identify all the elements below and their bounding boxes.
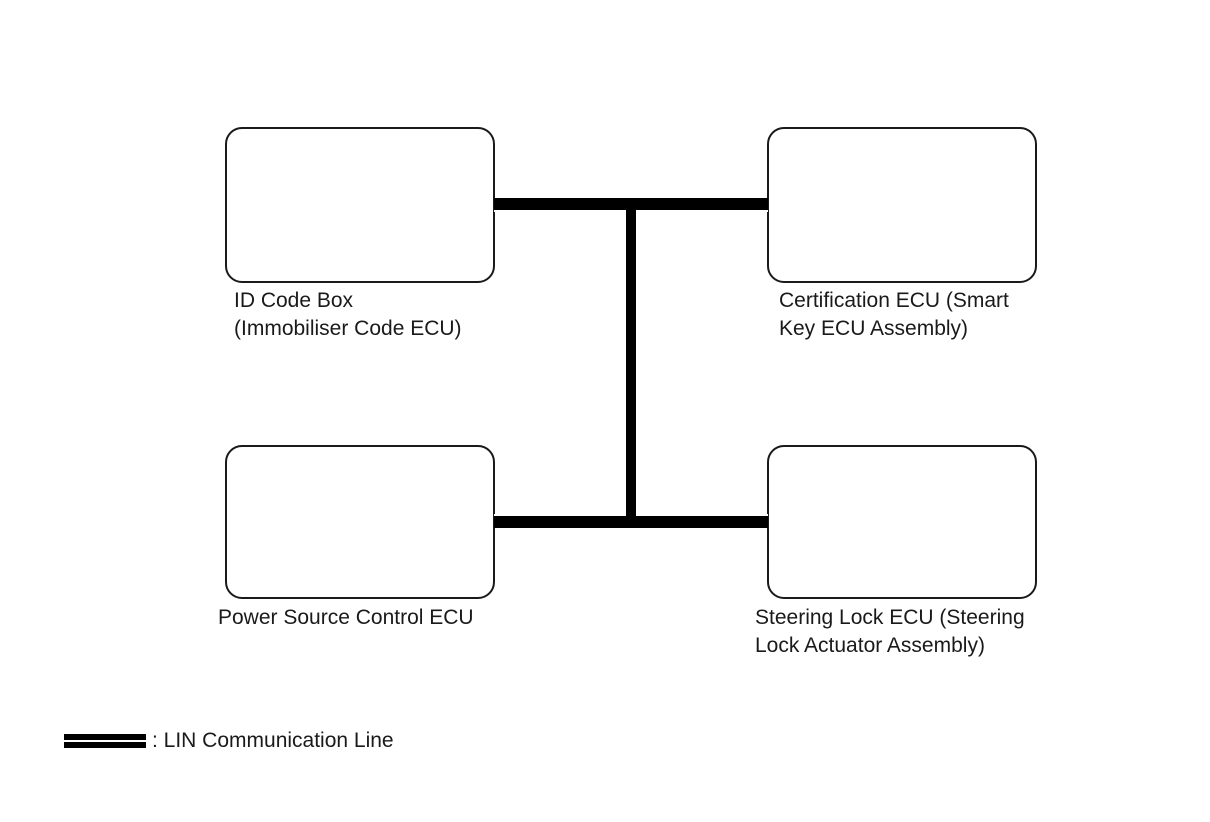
steering-lock-ecu-label-line2: Lock Actuator Assembly) [755,634,985,657]
lin-line-inner-right [636,210,768,516]
id-code-box-label-line2: (Immobiliser Code ECU) [234,317,462,340]
power-source-ecu-label: Power Source Control ECU [218,604,474,632]
steering-lock-ecu-label-line1: Steering Lock ECU (Steering [755,606,1025,629]
certification-ecu-label-line2: Key ECU Assembly) [779,317,969,340]
legend-swatch [64,734,146,748]
id-code-box-label: ID Code Box (Immobiliser Code ECU) [234,287,462,343]
power-source-ecu-node [225,445,495,599]
legend-label: : LIN Communication Line [152,729,394,752]
power-source-ecu-label-line1: Power Source Control ECU [218,606,474,629]
certification-ecu-label: Certification ECU (Smart Key ECU Assembl… [779,287,1009,343]
certification-ecu-label-line1: Certification ECU (Smart [779,289,1009,312]
lin-bus-lines [494,198,768,528]
lin-line-inner-left [494,210,626,516]
id-code-box-node [225,127,495,283]
id-code-box-label-line1: ID Code Box [234,289,354,312]
certification-ecu-node [767,127,1037,283]
steering-lock-ecu-node [767,445,1037,599]
steering-lock-ecu-label: Steering Lock ECU (Steering Lock Actuato… [755,604,1025,660]
